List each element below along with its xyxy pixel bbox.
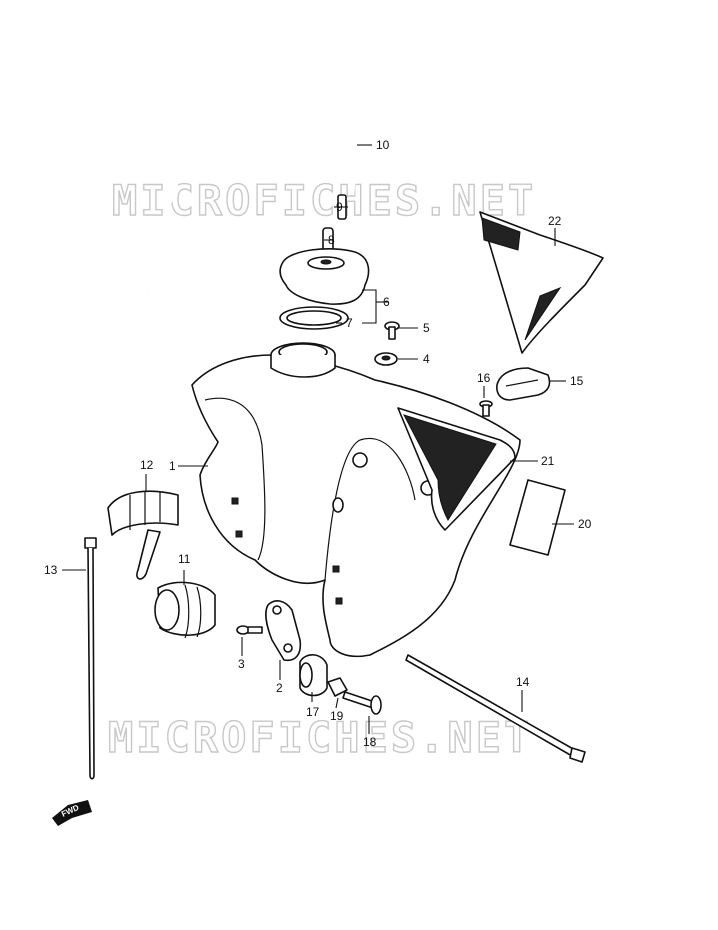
callout-22: 22 (548, 214, 562, 228)
part-14-cable-tie (405, 654, 586, 763)
part-20-pad (509, 479, 566, 556)
callout-21: 21 (541, 454, 555, 468)
leader-lines (62, 144, 574, 734)
callout-14: 14 (516, 675, 530, 689)
part-5-bolt (384, 321, 400, 340)
callout-17: 17 (306, 705, 320, 719)
callout-2: 2 (276, 681, 283, 695)
part-12-hose-clamp (107, 490, 179, 580)
part-19-collar (327, 677, 348, 697)
callout-3: 3 (238, 657, 245, 671)
callout-20: 20 (578, 517, 592, 531)
part-7-cap-gasket (279, 306, 349, 330)
callout-18: 18 (363, 735, 377, 749)
callout-4: 4 (423, 352, 430, 366)
callout-13: 13 (44, 563, 58, 577)
callout-9: 9 (336, 200, 343, 214)
callout-12: 12 (140, 458, 154, 472)
part-4-washer (374, 352, 398, 366)
part-15-strap (496, 367, 551, 401)
callout-5: 5 (423, 321, 430, 335)
callout-15: 15 (570, 374, 584, 388)
part-22-decal (479, 211, 604, 354)
fwd-arrow-icon: FWD (52, 800, 92, 826)
callout-8: 8 (328, 233, 335, 247)
part-21-side-cover (397, 407, 516, 531)
callout-10: 10 (376, 138, 390, 152)
callout-labels: 1 2 3 4 5 6 7 8 9 10 11 12 13 14 15 16 1… (44, 138, 592, 749)
part-2-bracket (265, 600, 302, 662)
callout-6: 6 (383, 295, 390, 309)
part-18-bolt (342, 691, 382, 715)
watermark-bottom: MICROFICHES.NET (108, 713, 532, 762)
part-16-bolt (479, 400, 493, 417)
part-10-breather-hose (145, 35, 358, 291)
callout-19: 19 (330, 709, 344, 723)
callout-7: 7 (346, 316, 353, 330)
watermark-top: MICROFICHES.NET (112, 176, 536, 225)
callout-11: 11 (178, 552, 191, 566)
part-11-rubber-sleeve (154, 581, 216, 639)
callout-16: 16 (477, 371, 491, 385)
part-3-screw (236, 625, 263, 635)
part-13-cable-tie (84, 537, 97, 780)
part-6-fuel-cap (279, 248, 370, 305)
callout-1: 1 (169, 459, 176, 473)
part-17-grommet (299, 654, 328, 697)
